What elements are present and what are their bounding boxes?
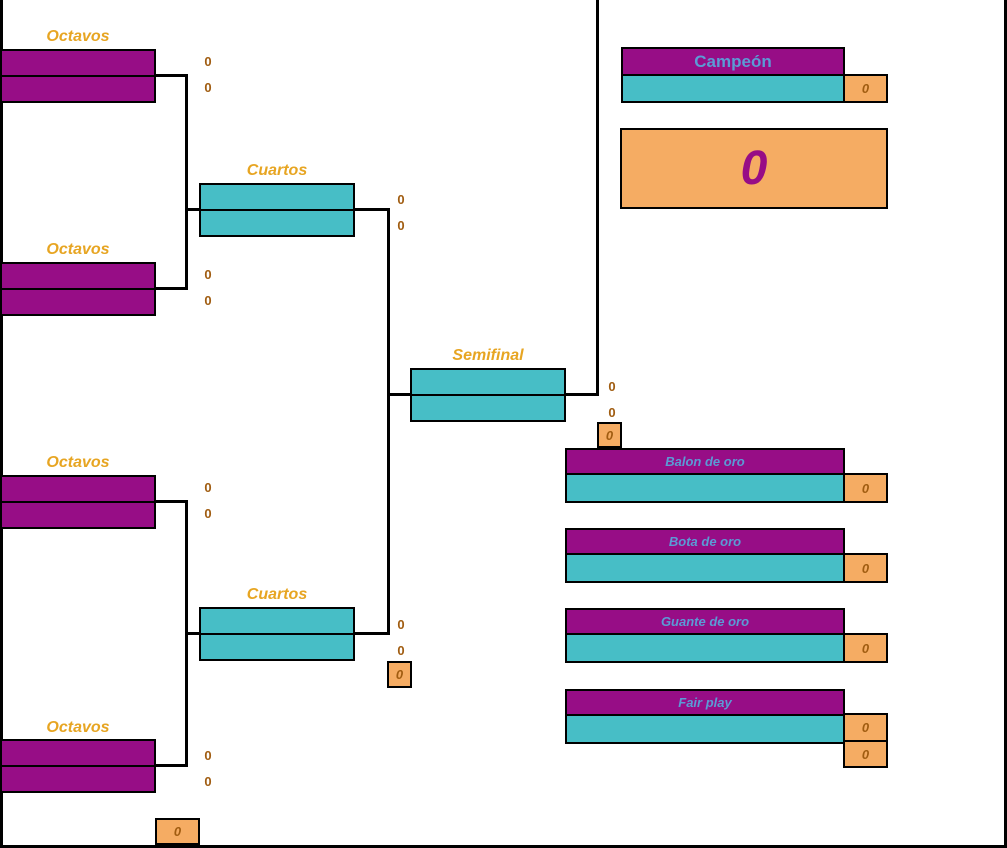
octavos-label-1: Octavos	[46, 28, 110, 45]
champion-big-value-box[interactable]: 0	[620, 128, 888, 209]
award-balon-de-oro-value-box[interactable]: 0	[843, 473, 888, 503]
award-guante-de-oro-header: Guante de oro	[565, 608, 845, 635]
award-bota-de-oro-slot[interactable]	[565, 553, 845, 583]
cuartos1-score2[interactable]: 0	[397, 218, 405, 233]
octavos4-score2[interactable]: 0	[204, 774, 212, 789]
octavos3-score2[interactable]: 0	[204, 506, 212, 521]
connector-octavos-bottom-vertical	[185, 500, 188, 767]
award-bota-de-oro-header: Bota de oro	[565, 528, 845, 555]
cuartos2-tiebreak-box[interactable]: 0	[387, 661, 412, 688]
champion-score-box[interactable]: 0	[843, 74, 888, 103]
cuartos-label-2: Cuartos	[246, 586, 308, 603]
octavos3-team1-slot[interactable]	[0, 475, 156, 503]
cuartos2-score1[interactable]: 0	[397, 617, 405, 632]
cuartos-label-1: Cuartos	[246, 162, 308, 179]
bottom-left-value-box[interactable]: 0	[155, 818, 200, 845]
award-balon-de-oro-label: Balon de oro	[665, 454, 745, 469]
cuartos2-score2[interactable]: 0	[397, 643, 405, 658]
award-guante-de-oro-label: Guante de oro	[660, 614, 750, 629]
semifinal-tiebreak-box[interactable]: 0	[597, 422, 622, 448]
cuartos2-team1-slot[interactable]	[199, 607, 355, 635]
octavos4-team2-slot[interactable]	[0, 765, 156, 793]
octavos3-score1[interactable]: 0	[204, 480, 212, 495]
octavos2-score2[interactable]: 0	[204, 293, 212, 308]
semifinal-label: Semifinal	[452, 347, 524, 364]
octavos1-team1-slot[interactable]	[0, 49, 156, 77]
connector-octavos3-stub	[154, 500, 188, 503]
octavos1-score1[interactable]: 0	[204, 54, 212, 69]
champion-team-slot[interactable]	[621, 74, 845, 103]
award-bota-de-oro-value-box[interactable]: 0	[843, 553, 888, 583]
octavos-label-2: Octavos	[46, 241, 110, 258]
award-fair-play-value2-box[interactable]: 0	[843, 740, 888, 768]
connector-octavos2-stub	[154, 287, 188, 290]
champion-big-value: 0	[740, 142, 768, 195]
semifinal-score1[interactable]: 0	[608, 379, 616, 394]
connector-cuartos-vertical	[387, 208, 390, 635]
octavos1-score2[interactable]: 0	[204, 80, 212, 95]
award-fair-play-label: Fair play	[678, 695, 732, 710]
connector-cuartos2-in	[185, 632, 201, 635]
octavos2-score1[interactable]: 0	[204, 267, 212, 282]
connector-cuartos1-in	[185, 208, 201, 211]
octavos-label-3: Octavos	[46, 454, 110, 471]
award-bota-de-oro-label: Bota de oro	[668, 534, 742, 549]
award-balon-de-oro-slot[interactable]	[565, 473, 845, 503]
octavos2-team1-slot[interactable]	[0, 262, 156, 290]
octavos1-team2-slot[interactable]	[0, 75, 156, 103]
connector-octavos1-stub	[154, 74, 188, 77]
frame-left-border	[0, 0, 3, 848]
cuartos1-score1[interactable]: 0	[397, 192, 405, 207]
octavos4-score1[interactable]: 0	[204, 748, 212, 763]
cuartos2-team2-slot[interactable]	[199, 633, 355, 661]
frame-right-border	[1004, 0, 1007, 848]
octavos-label-4: Octavos	[46, 719, 110, 736]
cuartos1-team2-slot[interactable]	[199, 209, 355, 237]
award-fair-play-slot[interactable]	[565, 714, 845, 744]
cuartos1-team1-slot[interactable]	[199, 183, 355, 211]
connector-octavos-top-vertical	[185, 74, 188, 290]
connector-octavos4-stub	[154, 764, 188, 767]
octavos4-team1-slot[interactable]	[0, 739, 156, 767]
semifinal-team2-slot[interactable]	[410, 394, 566, 422]
connector-champion-vertical	[596, 0, 599, 396]
champion-header: Campeón	[621, 47, 845, 76]
award-guante-de-oro-value-box[interactable]: 0	[843, 633, 888, 663]
award-fair-play-header: Fair play	[565, 689, 845, 716]
octavos2-team2-slot[interactable]	[0, 288, 156, 316]
semifinal-score2[interactable]: 0	[608, 405, 616, 420]
octavos3-team2-slot[interactable]	[0, 501, 156, 529]
champion-label: Campeón	[694, 51, 772, 71]
connector-cuartos1-out	[353, 208, 390, 211]
award-balon-de-oro-header: Balon de oro	[565, 448, 845, 475]
award-guante-de-oro-slot[interactable]	[565, 633, 845, 663]
award-fair-play-value-box[interactable]: 0	[843, 713, 888, 742]
semifinal-team1-slot[interactable]	[410, 368, 566, 396]
frame-bottom-border	[0, 845, 1007, 848]
connector-cuartos2-out	[353, 632, 390, 635]
